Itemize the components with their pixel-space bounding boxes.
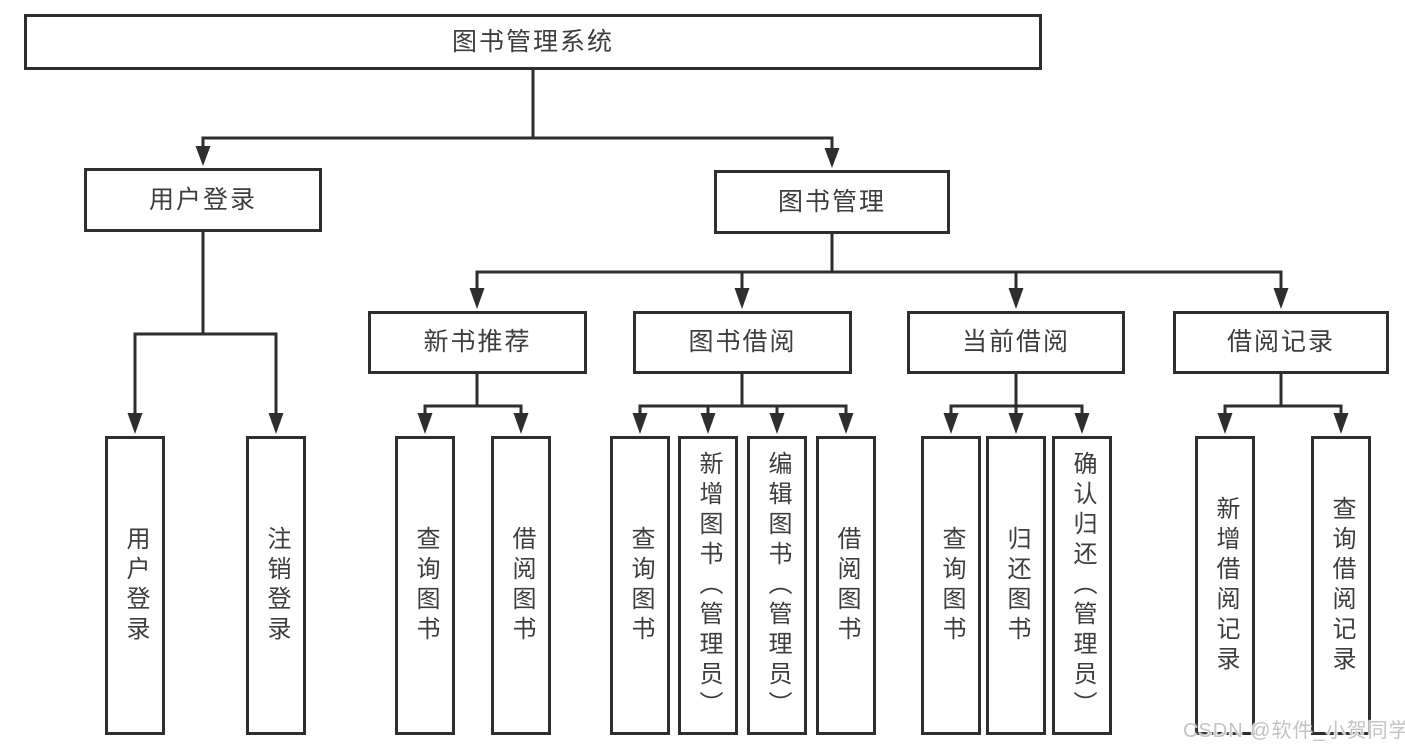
leaf-logout: 注销登录 [246, 436, 306, 735]
leaf-current-query-books: 查询图书 [921, 436, 981, 735]
leaf-records-add-record: 新增借阅记录 [1195, 436, 1255, 735]
node-new-book-recommend: 新书推荐 [368, 311, 587, 374]
node-book-borrow: 图书借阅 [633, 311, 852, 374]
leaf-records-query-record: 查询借阅记录 [1311, 436, 1371, 735]
connector-borrow-branch [632, 374, 854, 434]
node-borrow-records: 借阅记录 [1173, 311, 1389, 374]
node-current-borrow: 当前借阅 [907, 311, 1125, 374]
leaf-borrow-add-books-admin: 新增图书（管理员） [678, 436, 738, 735]
node-user-login: 用户登录 [84, 168, 322, 232]
connector-current-branch [943, 374, 1090, 434]
leaf-borrow-borrow-books: 借阅图书 [816, 436, 876, 735]
leaf-user-login: 用户登录 [105, 436, 165, 735]
node-library-system: 图书管理系统 [24, 14, 1042, 70]
leaf-current-confirm-return-admin: 确认归还（管理员） [1052, 436, 1112, 735]
connector-mgmt-branch [469, 234, 1289, 309]
connector-records-branch [1217, 374, 1349, 434]
leaf-borrow-query-books: 查询图书 [610, 436, 670, 735]
leaf-current-return-books: 归还图书 [986, 436, 1046, 735]
leaf-recommend-borrow-books: 借阅图书 [491, 436, 551, 735]
leaf-borrow-edit-books-admin: 编辑图书（管理员） [747, 436, 807, 735]
connector-recommend-branch [417, 374, 529, 434]
connector-login-branch [127, 232, 284, 434]
csdn-watermark: CSDN @软件_小贺同学 [1183, 720, 1405, 742]
node-book-management: 图书管理 [714, 170, 950, 234]
leaf-recommend-query-books: 查询图书 [395, 436, 455, 735]
connector-root-branch [195, 70, 840, 168]
